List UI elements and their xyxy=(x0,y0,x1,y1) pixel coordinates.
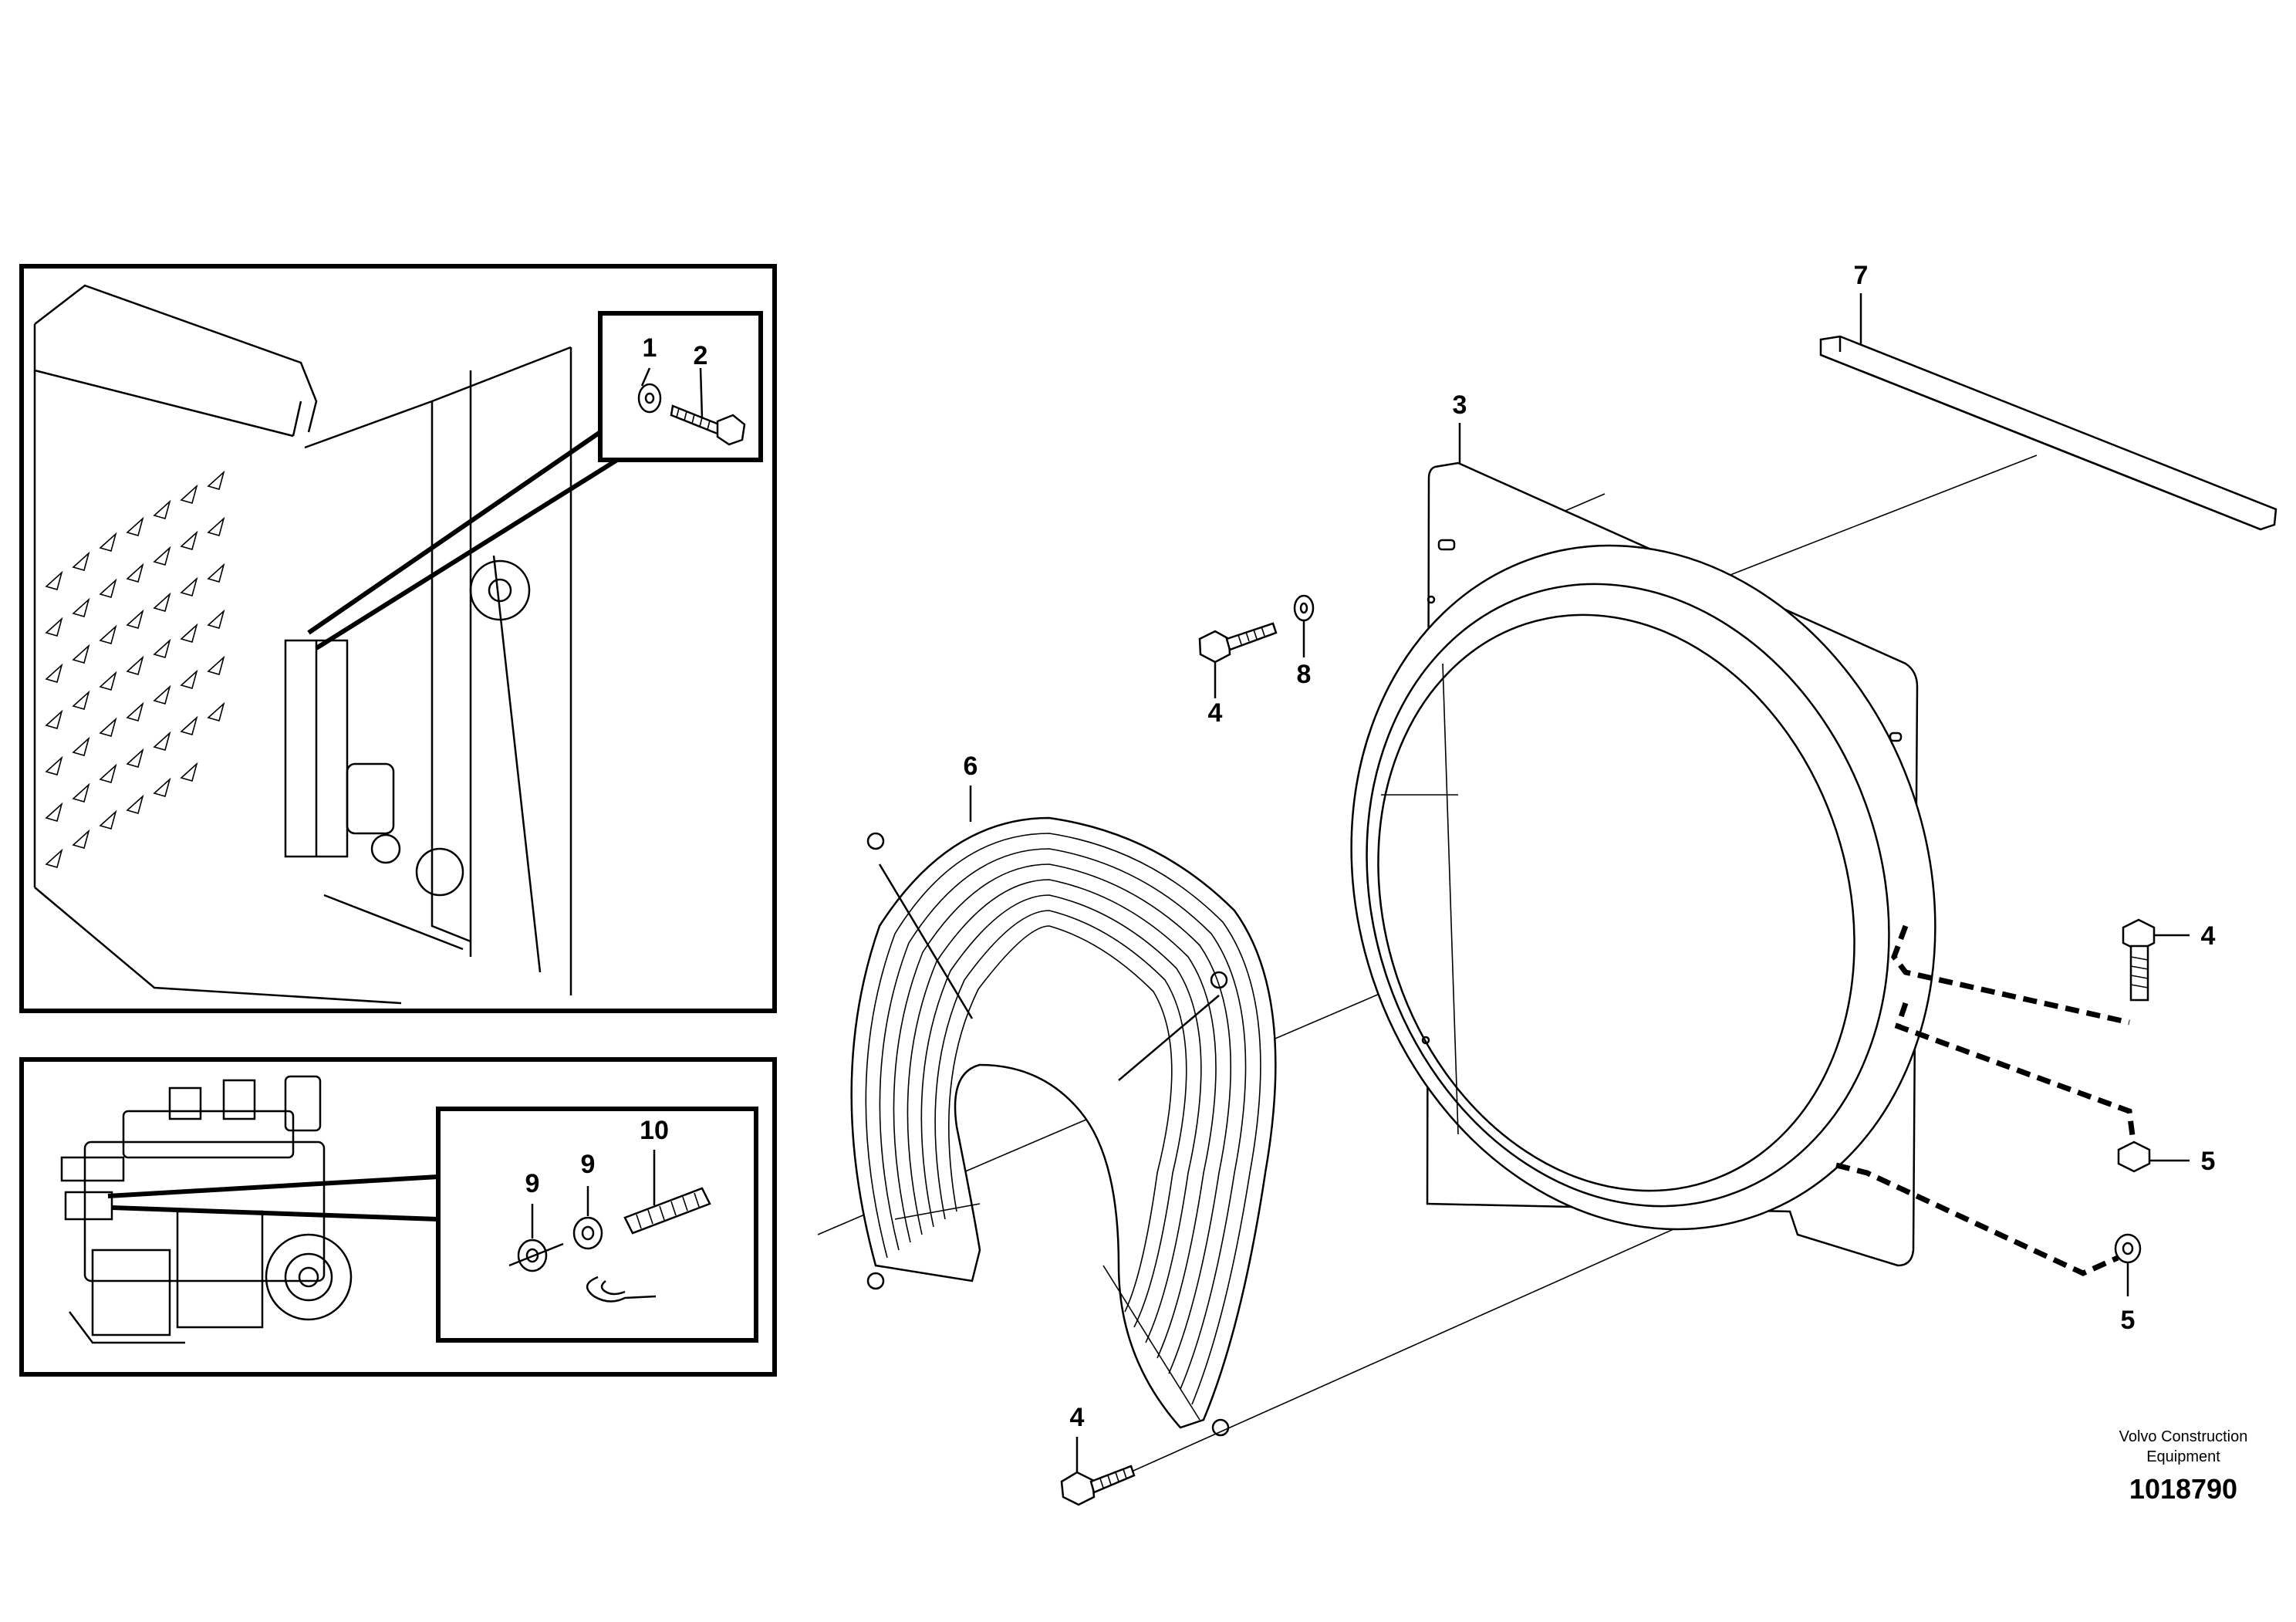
document-number: 1018790 xyxy=(2129,1473,2237,1505)
injection-pump-drawing xyxy=(60,1075,353,1344)
callout-2: 2 xyxy=(694,341,708,370)
callout-4-top: 4 xyxy=(1208,698,1223,728)
callout-6: 6 xyxy=(964,752,978,781)
fan-guard-part-6 xyxy=(850,786,1277,1437)
callout-9-left: 9 xyxy=(525,1169,540,1198)
bolt-part-4-top xyxy=(1198,622,1278,698)
nut-part-5-lower xyxy=(2114,1233,2142,1296)
nut-part-9-right xyxy=(572,1186,603,1250)
washer-part-1 xyxy=(637,367,662,414)
strip-part-7 xyxy=(1819,293,2277,531)
callout-8: 8 xyxy=(1297,660,1312,689)
callout-4-bottom: 4 xyxy=(1070,1403,1085,1432)
mounting-dashed-paths xyxy=(1835,924,2136,1276)
callout-5-upper: 5 xyxy=(2201,1147,2216,1176)
machine-body-drawing xyxy=(33,284,572,1005)
callout-5-lower: 5 xyxy=(2121,1306,2136,1335)
callout-7: 7 xyxy=(1854,261,1869,290)
company-name-line1: Volvo Construction xyxy=(2119,1428,2248,1445)
inset-machine-overview: 1 2 xyxy=(19,264,777,1013)
callout-10: 10 xyxy=(640,1116,669,1145)
bolt-part-4-right xyxy=(2122,918,2190,1002)
callout-4-right: 4 xyxy=(2201,921,2216,951)
company-name-line2: Equipment xyxy=(2146,1448,2220,1465)
bolt-part-2 xyxy=(670,367,746,446)
inset-injection-pump: 9 9 10 xyxy=(19,1057,777,1377)
grille-pattern xyxy=(45,470,225,868)
callout-3: 3 xyxy=(1453,390,1467,420)
footer-credit: Volvo Construction Equipment 1018790 xyxy=(2119,1428,2248,1505)
bolt-part-4-bottom xyxy=(1060,1437,1136,1506)
threaded-part-10 xyxy=(623,1150,711,1235)
nut-part-5-upper xyxy=(2117,1140,2190,1173)
callout-9-right: 9 xyxy=(581,1150,596,1179)
washer-part-8 xyxy=(1293,594,1315,657)
nut-part-9-left xyxy=(508,1204,564,1272)
split-pin-drawing xyxy=(586,1276,657,1303)
fan-shroud-part-3 xyxy=(1350,423,1936,1267)
callout-1: 1 xyxy=(643,333,657,363)
